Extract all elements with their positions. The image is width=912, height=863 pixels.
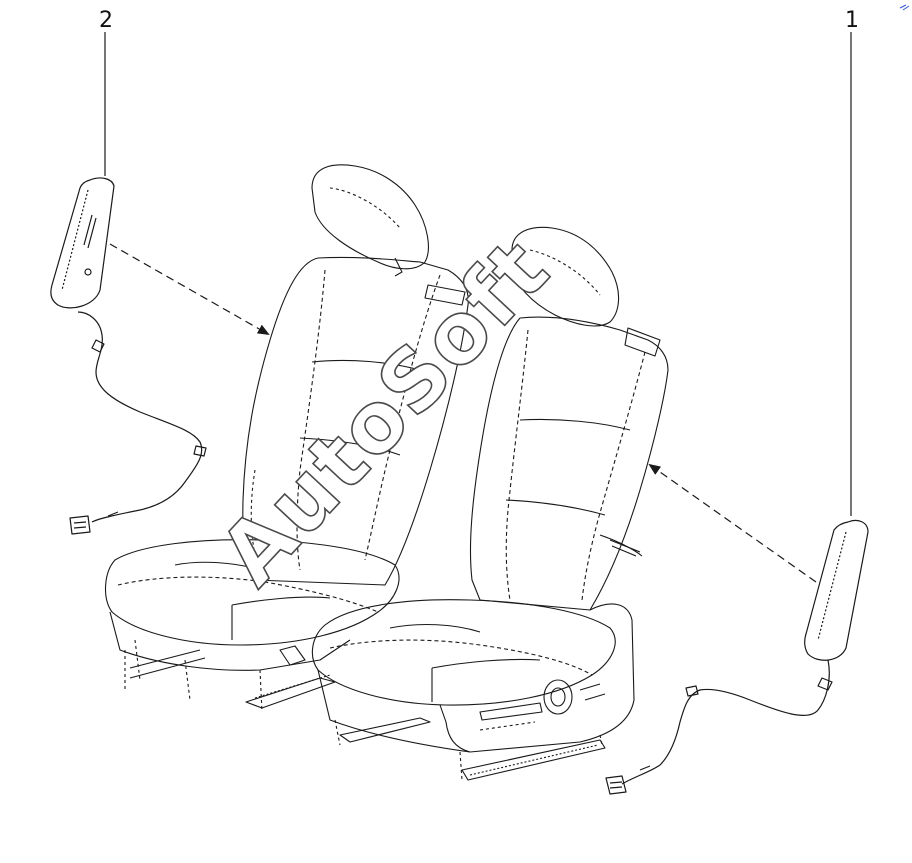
right-seat-base [317, 669, 471, 753]
left-seat-headrest [311, 164, 429, 270]
airbag-module-2-harness [77, 311, 203, 523]
corner-mark [899, 4, 910, 11]
assembly-arrow-1 [648, 463, 817, 583]
left-seat-backrest [242, 256, 469, 586]
airbag-module-2 [50, 177, 207, 535]
right-seat [311, 226, 669, 781]
right-seat-backrest [469, 316, 669, 611]
left-seat [105, 164, 469, 713]
watermark: AutoSoft [201, 220, 568, 604]
callout-1-label: 1 [845, 8, 859, 33]
airbag-module-1 [605, 519, 869, 795]
leader-lines [104, 32, 852, 583]
right-seat-cushion [311, 599, 616, 706]
assembly-arrow-2 [109, 243, 270, 335]
airbag-module-1-harness [621, 659, 830, 785]
recline-knob [543, 679, 573, 715]
callout-2-label: 2 [99, 8, 113, 33]
airbag-module-1-connector [605, 775, 627, 795]
left-seat-cushion [105, 539, 400, 646]
right-seat-side-trim [439, 603, 635, 753]
airbag-module-2-connector [69, 515, 91, 535]
left-seat-base [109, 611, 351, 671]
right-seat-headrest [511, 226, 620, 327]
